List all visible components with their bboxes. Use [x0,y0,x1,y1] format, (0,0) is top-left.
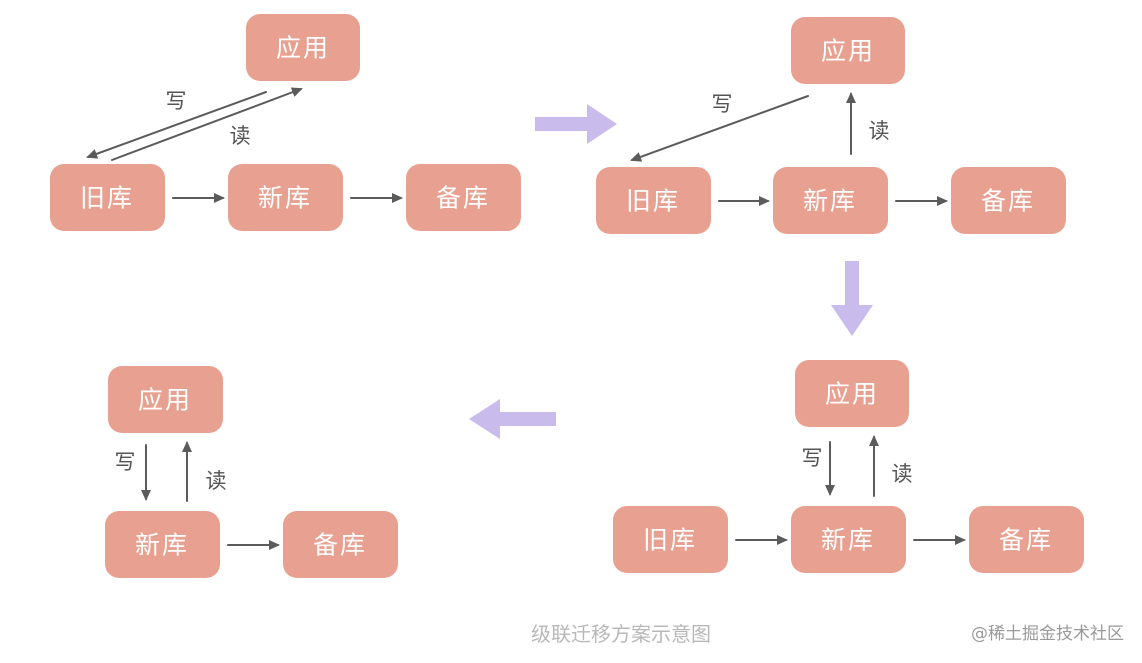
panel-1-write-label: 写 [166,89,187,113]
panel-1-read-label: 读 [230,124,251,148]
diagram-caption: 级联迁移方案示意图 [531,622,711,646]
panel-1: 应用 旧库 新库 备库 写 读 [50,14,521,231]
panel-3-new-db-label: 新库 [821,526,875,555]
panel-3-app-node: 应用 [795,360,909,427]
flow-arrow-down [831,261,873,336]
panel-3-old-db-node: 旧库 [613,506,728,573]
panel-1-read-arrow [111,87,303,161]
panel-2-old-db-label: 旧库 [626,187,680,216]
watermark: @稀土掘金技术社区 [971,624,1124,644]
panel-2-old-db-node: 旧库 [596,167,711,234]
panel-2-new-db-node: 新库 [773,167,888,234]
panel-4-backup-db-label: 备库 [313,531,367,560]
panel-4-backup-db-node: 备库 [283,511,398,578]
panel-3-backup-db-node: 备库 [969,506,1084,573]
panel-1-backup-db-label: 备库 [436,184,490,213]
panel-2-app-label: 应用 [821,37,875,66]
panel-1-old-db-label: 旧库 [80,184,134,213]
panel-4-new-db-node: 新库 [105,511,220,578]
panel-1-backup-db-node: 备库 [406,164,521,231]
panel-4: 应用 新库 备库 写 读 [105,366,398,578]
panel-2-write-arrow [630,95,809,162]
panel-2-app-node: 应用 [791,17,905,84]
flow-arrow-left [469,399,556,439]
panel-1-app-label: 应用 [276,34,330,63]
panel-4-write-label: 写 [115,450,136,474]
panel-3-read-label: 读 [892,462,913,486]
panel-2-write-label: 写 [712,92,733,116]
panel-2-new-db-label: 新库 [803,187,857,216]
panel-3-new-db-node: 新库 [791,506,906,573]
panel-3-backup-db-label: 备库 [999,526,1053,555]
panel-1-app-node: 应用 [246,14,360,81]
panel-2: 应用 旧库 新库 备库 写 读 [596,17,1066,234]
panel-3-old-db-label: 旧库 [643,526,697,555]
panel-4-read-label: 读 [206,469,227,493]
panel-4-app-node: 应用 [108,366,223,433]
panel-2-read-label: 读 [869,119,890,143]
flow-arrow-right [535,104,617,144]
panel-3-write-label: 写 [802,446,823,470]
panel-1-write-arrow [86,91,267,159]
panel-3: 应用 旧库 新库 备库 写 读 [613,360,1084,573]
panel-2-backup-db-node: 备库 [951,167,1066,234]
panel-1-old-db-node: 旧库 [50,164,165,231]
panel-1-new-db-node: 新库 [228,164,343,231]
panel-4-new-db-label: 新库 [135,531,189,560]
panel-3-app-label: 应用 [825,380,879,409]
panel-2-backup-db-label: 备库 [981,187,1035,216]
panel-1-new-db-label: 新库 [258,184,312,213]
panel-4-app-label: 应用 [138,386,192,415]
